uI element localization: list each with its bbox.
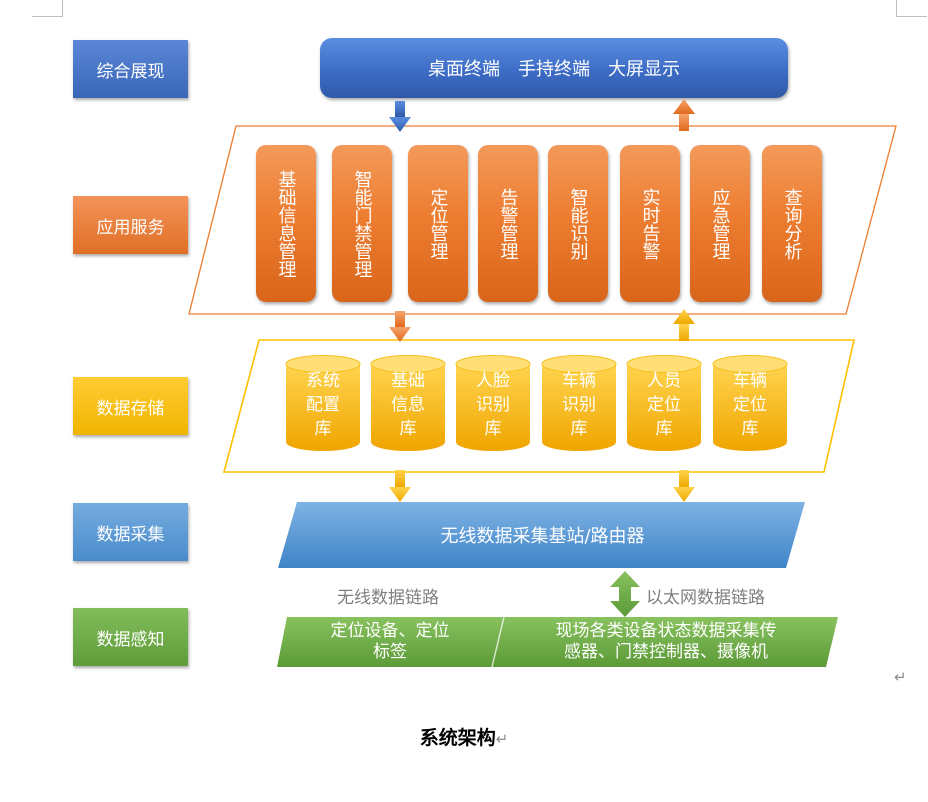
database-label-line: 识别 xyxy=(562,395,596,415)
app-module-label: 基础信息管理 xyxy=(275,169,297,278)
app-module-label: 智能门禁管理 xyxy=(351,169,373,278)
storage-frame xyxy=(222,339,856,473)
collection-bar-shape xyxy=(278,502,805,568)
database-label: 车辆识别库 xyxy=(541,369,617,441)
app-module: 智能识别 xyxy=(548,145,608,302)
database-icon xyxy=(541,355,617,451)
presentation-bar: 桌面终端 手持终端 大屏显示 xyxy=(320,38,788,98)
database-label-line: 库 xyxy=(570,419,588,439)
database-label: 车辆定位库 xyxy=(712,369,788,441)
page-corner-mark-right xyxy=(896,0,927,17)
database-label: 系统配置库 xyxy=(285,369,361,441)
arrow-down-storage-to-collection-left xyxy=(389,470,411,502)
layer-label-perception: 数据感知 xyxy=(73,608,188,666)
app-module-label: 实时告警 xyxy=(639,187,661,260)
layer-label-storage: 数据存储 xyxy=(73,377,188,435)
app-module: 智能门禁管理 xyxy=(332,145,392,302)
perception-left: 定位设备、定位 标签 xyxy=(290,617,490,667)
database-cylinder: 基础信息库 xyxy=(370,355,446,452)
database-label-line: 信息 xyxy=(391,395,425,415)
database-cylinder: 人员定位库 xyxy=(626,355,702,452)
layer-label-presentation: 综合展现 xyxy=(73,40,188,98)
app-module-label: 告警管理 xyxy=(497,187,519,260)
database-label-line: 识别 xyxy=(476,395,510,415)
layer-label-application: 应用服务 xyxy=(73,196,188,254)
database-label-line: 定位 xyxy=(733,395,767,415)
wireless-link-label: 无线数据链路 xyxy=(337,588,439,608)
app-module-label: 定位管理 xyxy=(427,187,449,260)
database-label-line: 库 xyxy=(399,419,417,439)
figure-caption-text: 系统架构 xyxy=(419,727,496,749)
perception-right-line-1: 现场各类设备状态数据采集传 xyxy=(555,621,777,641)
database-label-line: 定位 xyxy=(647,395,681,415)
perception-bar-left-shape xyxy=(277,617,504,667)
ethernet-link-label: 以太网数据链路 xyxy=(646,588,765,608)
database-label-line: 库 xyxy=(655,419,673,439)
database-label-line: 系统 xyxy=(306,371,340,391)
perception-right: 现场各类设备状态数据采集传 感器、门禁控制器、摄像机 xyxy=(505,617,827,667)
app-module: 定位管理 xyxy=(408,145,468,302)
app-module: 实时告警 xyxy=(620,145,680,302)
database-label-line: 配置 xyxy=(306,395,340,415)
application-frame xyxy=(188,125,897,315)
perception-left-line-2: 标签 xyxy=(373,642,407,662)
database-label: 人员定位库 xyxy=(626,369,702,441)
perception-left-line-1: 定位设备、定位 xyxy=(330,621,450,641)
app-module-label: 应急管理 xyxy=(709,187,731,260)
caption-paragraph-mark: ↵ xyxy=(495,730,509,748)
arrow-double-collection-perception xyxy=(610,571,640,617)
arrow-up-app-to-presentation xyxy=(673,99,695,131)
figure-caption: 系统架构↵ xyxy=(0,723,928,750)
layer-label-collection: 数据采集 xyxy=(73,503,188,561)
database-icon xyxy=(370,355,446,451)
collection-bar-text: 无线数据采集基站/路由器 xyxy=(440,526,645,547)
app-module: 基础信息管理 xyxy=(256,145,316,302)
database-label: 人脸识别库 xyxy=(455,369,531,441)
database-label-line: 库 xyxy=(314,419,332,439)
database-icon xyxy=(626,355,702,451)
page-corner-mark-left xyxy=(32,0,63,17)
app-module: 查询分析 xyxy=(762,145,822,302)
perception-bar-right-shape xyxy=(492,617,838,667)
perception-right-line-2: 感器、门禁控制器、摄像机 xyxy=(564,642,768,662)
arrow-down-app-to-storage xyxy=(389,311,411,342)
database-label-line: 基础 xyxy=(391,371,425,391)
database-label-line: 库 xyxy=(484,419,502,439)
database-label-line: 车辆 xyxy=(562,371,596,391)
presentation-bar-text: 桌面终端 手持终端 大屏显示 xyxy=(428,59,680,80)
database-label-line: 人脸 xyxy=(476,371,510,391)
database-label: 基础信息库 xyxy=(370,369,446,441)
database-icon xyxy=(285,355,361,451)
database-cylinder: 系统配置库 xyxy=(285,355,361,452)
database-cylinder: 车辆识别库 xyxy=(541,355,617,452)
app-module-label: 智能识别 xyxy=(567,187,589,260)
arrow-down-storage-to-collection-right xyxy=(673,470,695,502)
database-cylinder: 车辆定位库 xyxy=(712,355,788,452)
database-label-line: 库 xyxy=(741,419,759,439)
arrow-up-storage-to-app xyxy=(673,309,695,341)
database-icon xyxy=(455,355,531,451)
paragraph-mark: ↵ xyxy=(894,668,907,686)
database-label-line: 人员 xyxy=(647,371,681,391)
app-module-label: 查询分析 xyxy=(781,187,803,260)
database-icon xyxy=(712,355,788,451)
arrow-down-presentation-to-app xyxy=(389,101,411,132)
database-label-line: 车辆 xyxy=(733,371,767,391)
app-module: 应急管理 xyxy=(690,145,750,302)
collection-bar: 无线数据采集基站/路由器 xyxy=(290,502,795,568)
app-module: 告警管理 xyxy=(478,145,538,302)
database-cylinder: 人脸识别库 xyxy=(455,355,531,452)
